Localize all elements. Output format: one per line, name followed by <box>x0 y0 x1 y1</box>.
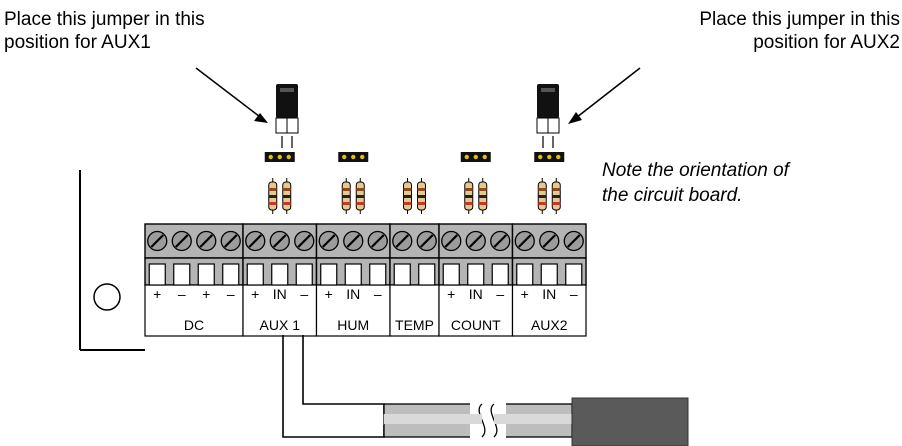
pin-label: + <box>153 286 161 302</box>
arrow-aux1 <box>195 67 268 123</box>
callout-aux2-line2: position for AUX2 <box>753 32 900 53</box>
pin-label: IN <box>469 286 483 302</box>
jumper-aux1 <box>275 84 299 148</box>
pin-label: + <box>325 286 333 302</box>
terminal-group-aux2: + IN–AUX2 <box>511 223 587 337</box>
mounting-hole-icon <box>93 283 121 311</box>
orientation-note: Note the orientation of the circuit boar… <box>602 158 789 208</box>
resistor-icon <box>355 178 365 214</box>
wire-clamp-icon <box>246 263 264 286</box>
wire-clamp-icon <box>173 263 191 286</box>
wire-clamp-icon <box>516 263 534 286</box>
wire-clamp-icon <box>197 263 215 286</box>
resistor-icon <box>464 178 474 214</box>
resistor-icon <box>268 178 278 214</box>
terminal-screw-icon <box>294 230 315 252</box>
wire-clamp-icon <box>320 263 338 286</box>
wire-clamp-icon <box>491 263 509 286</box>
resistor-icon <box>551 178 561 214</box>
wire-clamp-icon <box>222 263 240 286</box>
callout-aux1-line1: Place this jumper in this <box>4 9 205 30</box>
pin-label: + <box>251 286 259 302</box>
wire-clamp-icon <box>467 263 485 286</box>
terminal-label-dc: DC <box>184 317 204 333</box>
pin-label: – <box>300 286 308 302</box>
resistor-icon <box>537 178 547 214</box>
pin-label: IN <box>542 286 556 302</box>
arrow-aux2 <box>568 67 641 124</box>
terminal-screw-icon <box>245 230 266 252</box>
resistor-icon <box>478 178 488 214</box>
pin-label: – <box>178 286 186 302</box>
wire-clamp-icon <box>271 263 289 286</box>
terminal-label-hum: HUM <box>337 317 369 333</box>
pin-label: + <box>521 286 529 302</box>
pin-header-icon <box>338 152 369 162</box>
cable-plug <box>571 397 689 446</box>
terminal-screw-icon <box>392 230 413 252</box>
terminal-screw-icon <box>269 230 290 252</box>
terminal-label-count: COUNT <box>451 317 501 333</box>
pin-label: IN <box>346 286 360 302</box>
wire-clamp-icon <box>369 263 387 286</box>
terminal-group-dc: +–+–DC <box>144 223 244 337</box>
pin-headers <box>264 152 565 162</box>
pin-label: – <box>570 286 578 302</box>
resistors <box>268 178 561 214</box>
resistor-icon <box>403 178 412 214</box>
cable <box>383 402 573 439</box>
terminal-group-temp: TEMP <box>389 223 440 337</box>
terminal-screw-icon <box>220 230 241 252</box>
wire-clamp-icon <box>565 263 583 286</box>
terminal-screw-icon <box>171 230 192 252</box>
terminal-group-aux1: + IN– AUX 1 <box>242 223 318 337</box>
callout-aux2-line1: Place this jumper in this <box>699 9 900 30</box>
terminal-screw-icon <box>563 230 584 252</box>
pin-label: – <box>496 286 504 302</box>
pin-label: IN <box>273 286 287 302</box>
terminal-screw-icon <box>539 230 560 252</box>
jumper-aux2 <box>536 84 560 148</box>
pin-label: – <box>227 286 235 302</box>
terminal-group-hum: + IN–HUM <box>315 223 391 337</box>
pin-header-icon <box>264 152 295 162</box>
wire-clamp-icon <box>540 263 558 286</box>
callout-aux2: Place this jumper in this position for A… <box>699 8 900 54</box>
resistor-icon <box>282 178 292 214</box>
terminal-screw-icon <box>318 230 339 252</box>
wire-clamp-icon <box>295 263 313 286</box>
terminal-screw-icon <box>367 230 388 252</box>
terminal-screw-icon <box>343 230 364 252</box>
resistor-icon <box>341 178 351 214</box>
terminal-screw-icon <box>490 230 511 252</box>
terminal-screw-icon <box>147 230 168 252</box>
terminal-screw-icon <box>441 230 462 252</box>
pin-label: – <box>374 286 382 302</box>
terminal-screw-icon <box>416 230 437 252</box>
terminal-label-aux2: AUX2 <box>531 317 568 333</box>
callout-aux1: Place this jumper in this position for A… <box>4 8 205 54</box>
callout-aux1-line2: position for AUX1 <box>4 32 151 53</box>
pin-header-icon <box>534 152 565 162</box>
orientation-note-line2: the circuit board. <box>602 185 743 206</box>
terminal-screw-icon <box>196 230 217 252</box>
terminal-screw-icon <box>465 230 486 252</box>
pin-label: + <box>202 286 210 302</box>
wire-clamp-icon <box>344 263 362 286</box>
terminal-label-aux1: AUX 1 <box>260 317 301 333</box>
wire-clamp-icon <box>148 263 166 286</box>
terminal-label-temp: TEMP <box>395 317 434 333</box>
terminal-group-count: + IN– COUNT <box>438 223 514 337</box>
aux1-wires <box>282 335 385 438</box>
wire-clamp-icon <box>418 263 436 286</box>
orientation-note-line1: Note the orientation of <box>602 160 789 181</box>
wire-clamp-icon <box>442 263 460 286</box>
terminal-screw-icon <box>514 230 535 252</box>
wire-clamp-icon <box>393 263 411 286</box>
pin-header-icon <box>460 152 491 162</box>
pin-label: + <box>447 286 455 302</box>
resistor-icon <box>417 178 426 214</box>
